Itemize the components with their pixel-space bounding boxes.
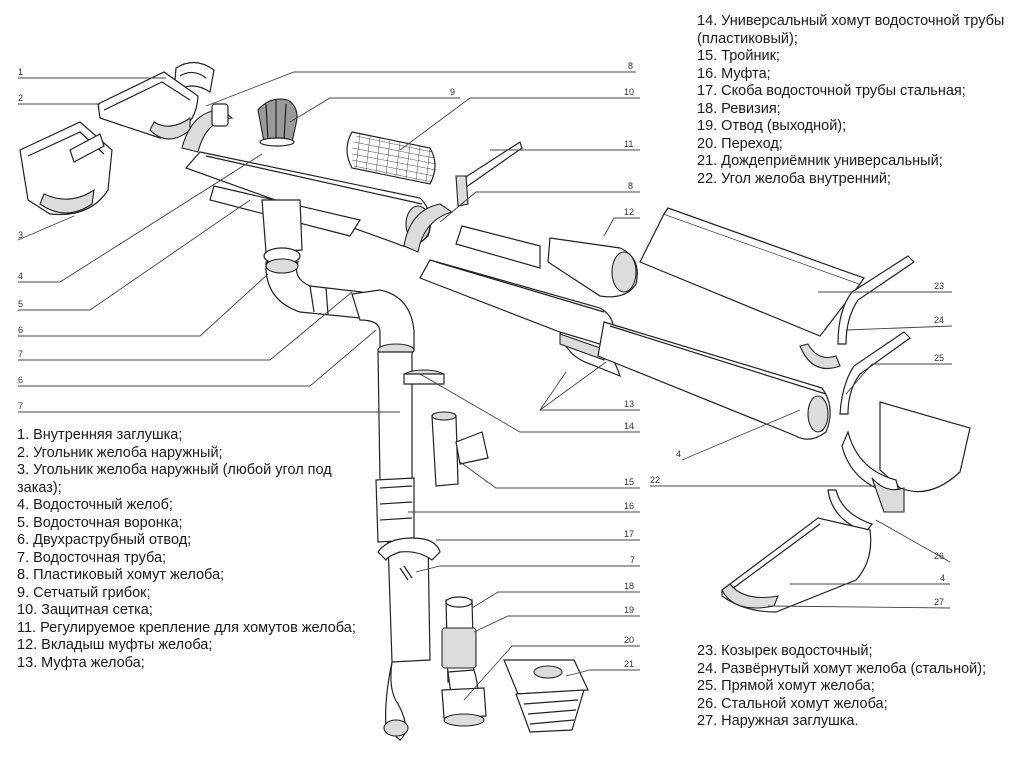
- part-mesh-dome: [257, 98, 298, 147]
- part-straight-hook: [839, 331, 911, 415]
- callout-22: 22: [650, 475, 660, 485]
- callout-4c: 4: [940, 573, 945, 583]
- callout-10: 10: [624, 87, 634, 97]
- callout-24: 24: [934, 315, 944, 325]
- part-outer-corner-any-angle: [19, 121, 113, 216]
- callout-8a: 8: [628, 61, 633, 71]
- callout-6a: 6: [18, 325, 23, 335]
- callout-23: 23: [934, 281, 944, 291]
- part-tee: [431, 411, 489, 487]
- legend-item-19: 19. Отвод (выходной);: [697, 118, 847, 134]
- callout-9: 9: [450, 87, 455, 97]
- legend-item-5: 5. Водосточная воронка;: [17, 514, 183, 531]
- part-funnel-outlet: [261, 199, 303, 265]
- part-steel-pipe-bracket: [377, 537, 441, 581]
- legend-item-10: 10. Защитная сетка;: [17, 602, 153, 618]
- legend-item-12: 12. Вкладыш муфты желоба;: [17, 637, 213, 653]
- legend-item-20: 20. Переход;: [697, 135, 783, 152]
- callout-11: 11: [624, 139, 633, 149]
- callout-7c: 7: [630, 555, 635, 565]
- part-elbow-upper: [351, 289, 415, 357]
- legend-item-23: 23. Козырек водосточный;: [697, 643, 873, 659]
- callout-26: 26: [934, 551, 944, 561]
- legend-item-6: 6. Двухраструбный отвод;: [17, 532, 192, 548]
- callout-1: 1: [18, 67, 23, 77]
- callout-4b: 4: [676, 449, 681, 459]
- legend-left: 1. Внутренняя заглушка; 2. Угольник жело…: [17, 427, 357, 672]
- callout-18: 18: [624, 581, 634, 591]
- legend-item-25: 25. Прямой хомут желоба;: [697, 678, 875, 694]
- callout-8b: 8: [628, 181, 633, 191]
- legend-item-22: 22. Угол желоба внутренний;: [697, 170, 891, 187]
- legend-item-14: 14. Универсальный хомут водосточной труб…: [697, 13, 1009, 47]
- callout-3: 3: [18, 230, 23, 240]
- part-double-socket-elbow: [265, 258, 363, 319]
- callout-7a: 7: [18, 349, 23, 359]
- legend-bottom: 23. Козырек водосточный; 24. Развёрнутый…: [697, 643, 1007, 731]
- callout-15: 15: [624, 477, 634, 487]
- leader-lines: [17, 71, 953, 701]
- callout-19: 19: [624, 605, 634, 615]
- legend-item-16: 16. Муфта;: [697, 65, 771, 82]
- part-reducer: [441, 687, 487, 727]
- part-outer-corner-gutter: [97, 71, 199, 140]
- part-leaf-guard-mesh: [346, 131, 437, 185]
- legend-top: 14. Универсальный хомут водосточной труб…: [697, 13, 1007, 188]
- legend-item-24: 24. Развёрнутый хомут желоба (стальной);: [697, 660, 987, 677]
- part-gutter-joint-insert: [547, 237, 638, 298]
- legend-item-9: 9. Сетчатый грибок;: [17, 584, 151, 601]
- legend-item-21: 21. Дождеприёмник универсальный;: [697, 153, 943, 169]
- legend-item-1: 1. Внутренняя заглушка;: [17, 427, 183, 443]
- part-gutter-main-right: [597, 321, 831, 440]
- callout-13: 13: [624, 399, 634, 409]
- legend-item-2: 2. Угольник желоба наружный;: [17, 444, 223, 461]
- callout-numbers: 1 2 3 4 5 6 7 6 7 8 9 10 11 8 12 23 24 2…: [18, 61, 945, 669]
- part-adjustable-bracket: [455, 141, 523, 207]
- part-gutter-hook-plastic-1: [181, 103, 234, 153]
- callout-14: 14: [624, 421, 634, 431]
- part-pipe-clamp-plastic: [403, 369, 445, 385]
- callout-12: 12: [624, 207, 634, 217]
- callout-16: 16: [624, 501, 634, 511]
- legend-item-7: 7. Водосточная труба;: [17, 549, 167, 566]
- callout-21: 21: [624, 659, 634, 669]
- callout-20: 20: [624, 635, 634, 645]
- callout-4a: 4: [18, 271, 23, 281]
- callout-7b: 7: [18, 401, 23, 411]
- part-gutter-main-middle: [419, 225, 615, 347]
- legend-item-4: 4. Водосточный желоб;: [17, 497, 173, 513]
- legend-item-3: 3. Угольник желоба наружный (любой угол …: [17, 462, 336, 496]
- part-downpipe: [375, 351, 431, 741]
- callout-17: 17: [624, 529, 634, 539]
- callout-27: 27: [934, 597, 944, 607]
- callout-5: 5: [18, 299, 23, 309]
- legend-item-27: 27. Наружная заглушка.: [697, 713, 859, 729]
- callout-2: 2: [18, 93, 23, 103]
- part-fascia-drip-edge: [639, 207, 865, 337]
- legend-item-18: 18. Ревизия;: [697, 100, 781, 117]
- part-inspection: [441, 596, 477, 683]
- legend-item-15: 15. Тройник;: [697, 48, 780, 64]
- part-unfolded-steel-hook: [799, 255, 915, 370]
- callout-6b: 6: [18, 375, 23, 385]
- part-inner-corner: [841, 401, 971, 513]
- legend-item-11: 11. Регулируемое крепление для хомутов ж…: [17, 619, 356, 636]
- legend-item-8: 8. Пластиковый хомут желоба;: [17, 567, 225, 583]
- part-steel-gutter-hook: [827, 489, 873, 533]
- legend-item-17: 17. Скоба водосточной трубы стальная;: [697, 83, 966, 99]
- part-rain-inlet: [503, 659, 589, 733]
- callout-25: 25: [934, 353, 944, 363]
- legend-item-26: 26. Стальной хомут желоба;: [697, 695, 888, 712]
- part-outer-end-cap: [721, 583, 779, 609]
- legend-item-13: 13. Муфта желоба;: [17, 654, 145, 671]
